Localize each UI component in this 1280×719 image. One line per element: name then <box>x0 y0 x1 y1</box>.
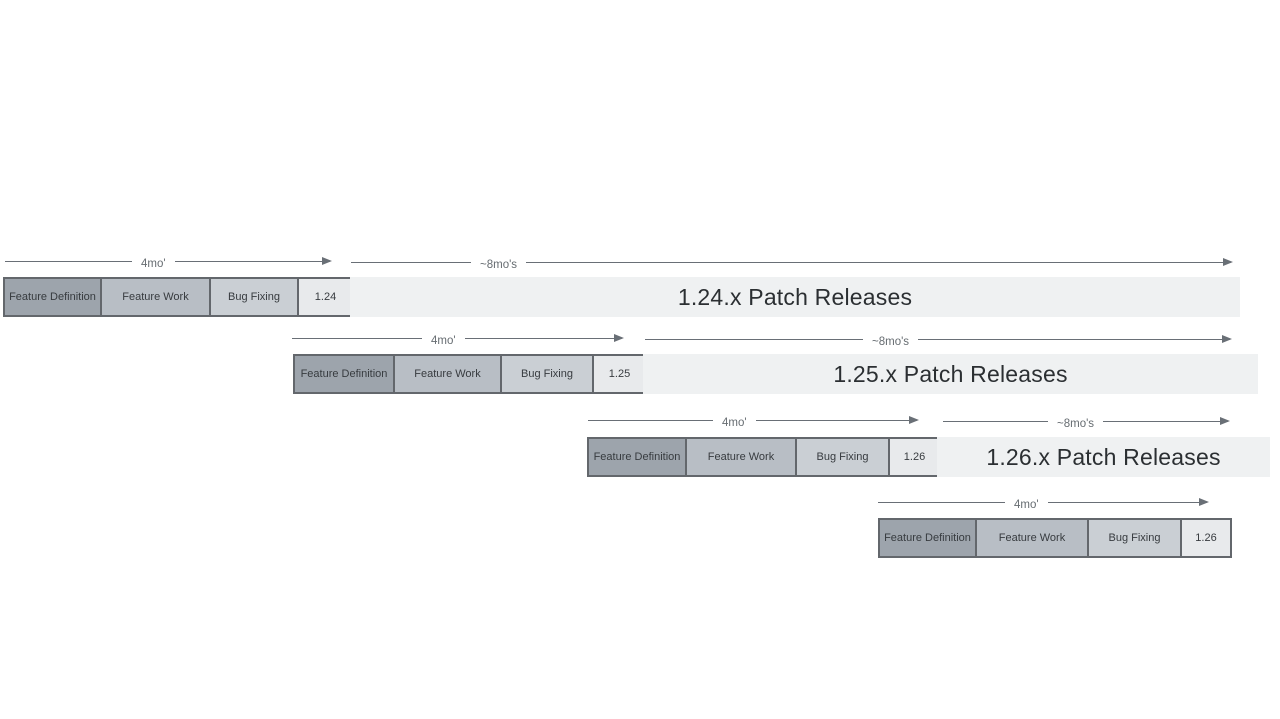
phase-box-feature-work: Feature Work <box>687 439 797 475</box>
arrow-line <box>351 262 471 263</box>
arrow-line <box>292 338 422 339</box>
arrow-line <box>878 502 1005 503</box>
phase-strip: Feature Definition Feature Work Bug Fixi… <box>587 437 941 477</box>
patch-releases-bar: 1.25.x Patch Releases <box>643 354 1258 394</box>
dev-duration-label: 4mo' <box>431 335 456 347</box>
dev-cycle-arrow: 4mo' <box>878 497 1210 515</box>
arrow-line <box>588 420 713 421</box>
phase-box-feature-definition: Feature Definition <box>589 439 687 475</box>
arrow-head-icon <box>174 256 333 265</box>
arrow-head-icon <box>526 257 1233 266</box>
phase-strip: Feature Definition Feature Work Bug Fixi… <box>293 354 647 394</box>
arrow-line <box>943 421 1048 422</box>
phase-strip: Feature Definition Feature Work Bug Fixi… <box>878 518 1232 558</box>
version-box: 1.25 <box>594 356 645 392</box>
phase-box-feature-definition: Feature Definition <box>5 279 102 315</box>
phase-box-bug-fixing: Bug Fixing <box>1089 520 1182 556</box>
dev-duration-label: 4mo' <box>1014 499 1039 511</box>
phase-box-feature-definition: Feature Definition <box>295 356 395 392</box>
patch-releases-bar: 1.24.x Patch Releases <box>350 277 1240 317</box>
version-box: 1.24 <box>299 279 352 315</box>
patch-duration-label: ~8mo's <box>1057 418 1095 430</box>
phase-box-bug-fixing: Bug Fixing <box>502 356 594 392</box>
phase-box-feature-work: Feature Work <box>395 356 502 392</box>
arrow-line <box>645 339 863 340</box>
patch-releases-label: 1.24.x Patch Releases <box>677 283 913 310</box>
patch-cycle-arrow: ~8mo's <box>943 416 1230 434</box>
patch-releases-bar: 1.26.x Patch Releases <box>937 437 1270 477</box>
version-box: 1.26 <box>1182 520 1230 556</box>
phase-box-bug-fixing: Bug Fixing <box>797 439 890 475</box>
arrow-head-icon <box>464 333 625 342</box>
dev-cycle-arrow: 4mo' <box>292 333 625 351</box>
patch-cycle-arrow: ~8mo's <box>645 334 1232 352</box>
phase-box-feature-work: Feature Work <box>977 520 1089 556</box>
arrow-head-icon <box>1047 497 1210 506</box>
dev-duration-label: 4mo' <box>141 258 166 270</box>
patch-cycle-arrow: ~8mo's <box>351 257 1233 275</box>
phase-box-feature-definition: Feature Definition <box>880 520 977 556</box>
phase-box-bug-fixing: Bug Fixing <box>211 279 299 315</box>
dev-duration-label: 4mo' <box>722 417 747 429</box>
patch-duration-label: ~8mo's <box>872 336 910 348</box>
dev-cycle-arrow: 4mo' <box>588 415 920 433</box>
phase-strip: Feature Definition Feature Work Bug Fixi… <box>3 277 354 317</box>
patch-releases-label: 1.26.x Patch Releases <box>986 443 1221 470</box>
arrow-line <box>5 261 132 262</box>
phase-box-feature-work: Feature Work <box>102 279 211 315</box>
dev-cycle-arrow: 4mo' <box>5 256 333 274</box>
arrow-head-icon <box>755 415 920 424</box>
patch-releases-label: 1.25.x Patch Releases <box>833 360 1068 387</box>
patch-duration-label: ~8mo's <box>480 259 518 271</box>
version-box: 1.26 <box>890 439 939 475</box>
arrow-head-icon <box>918 334 1232 343</box>
arrow-head-icon <box>1103 416 1230 425</box>
